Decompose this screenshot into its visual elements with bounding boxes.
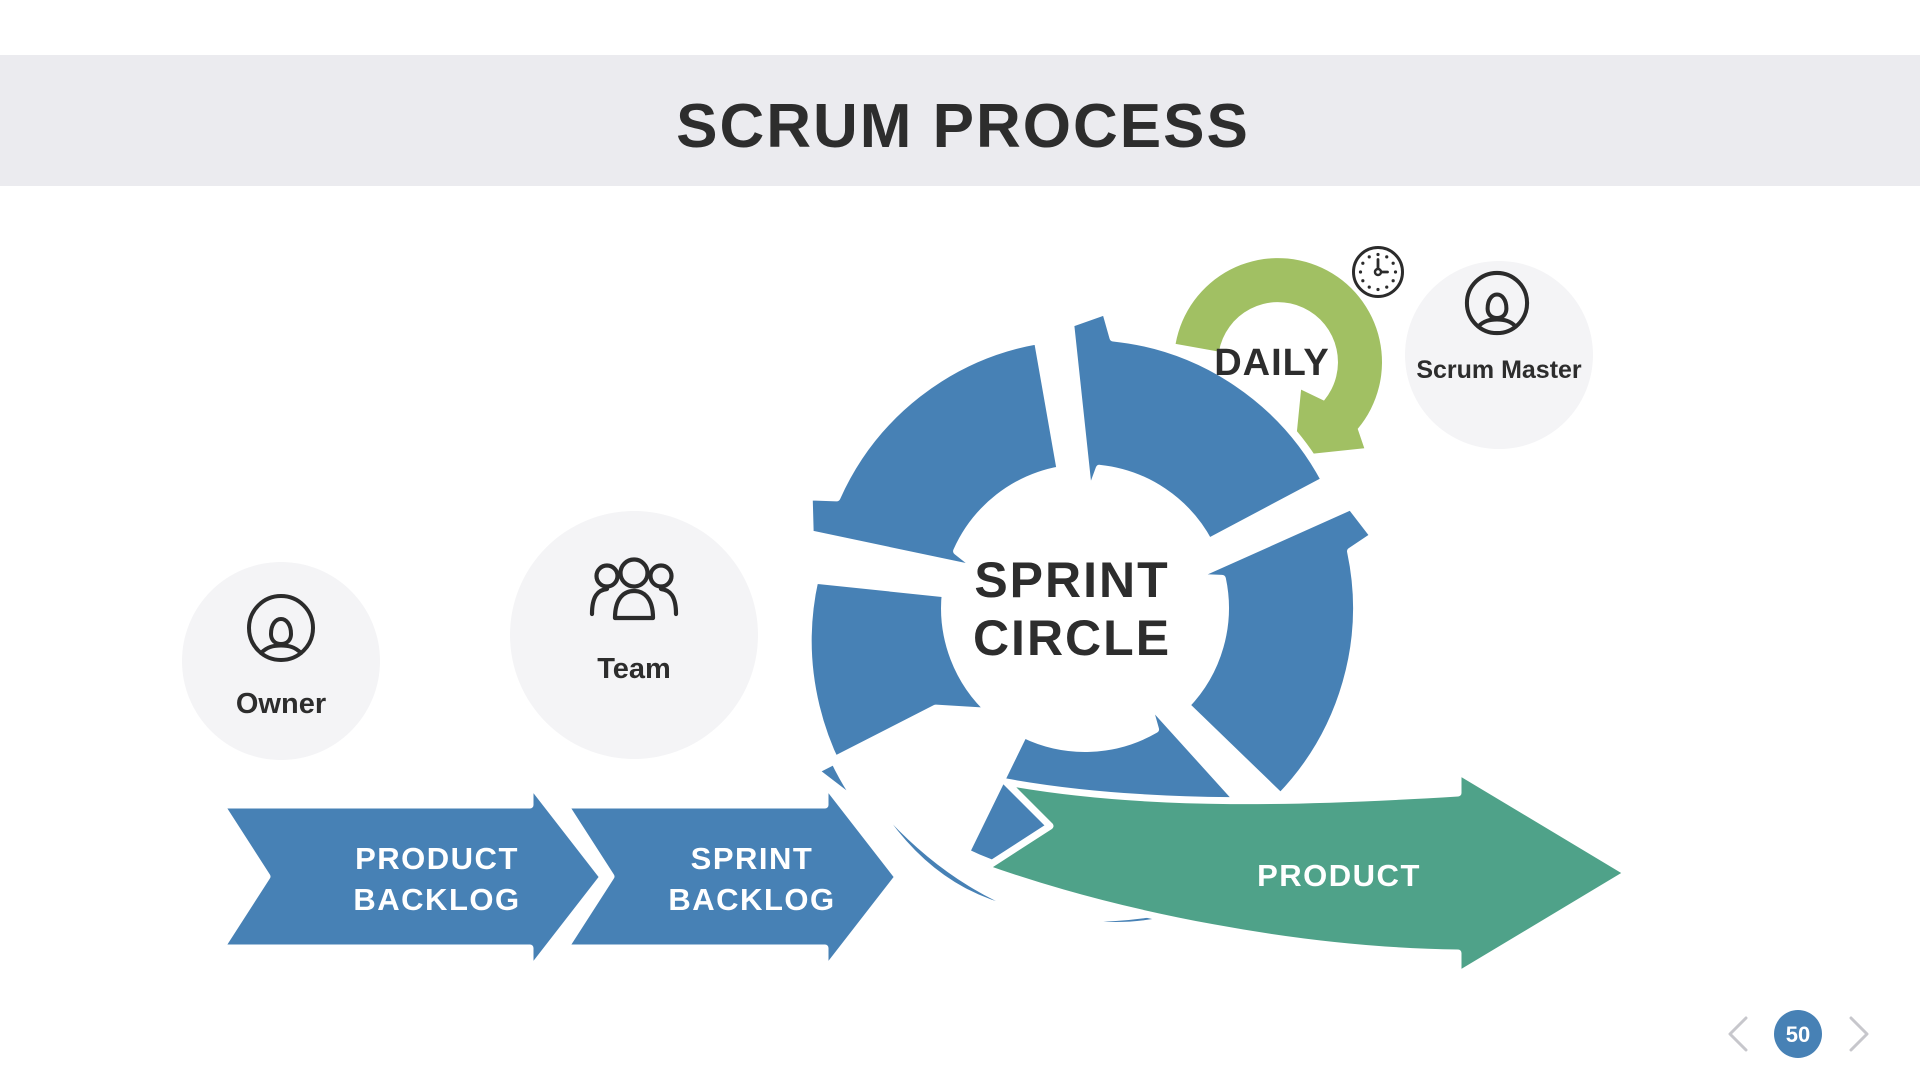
scrum-master-label: Scrum Master bbox=[1416, 356, 1582, 384]
prev-page-button[interactable] bbox=[1728, 1016, 1748, 1052]
product-label: PRODUCT bbox=[1257, 858, 1421, 893]
team-role: Team bbox=[510, 511, 758, 759]
clock-icon bbox=[1352, 246, 1404, 298]
daily-loop-arrow bbox=[1175, 258, 1382, 456]
ring-segment bbox=[1066, 306, 1330, 547]
team-circle bbox=[510, 511, 758, 759]
product-backlog-arrow: PRODUCT BACKLOG bbox=[217, 779, 607, 975]
sprint-backlog-label-line1: SPRINT bbox=[691, 841, 814, 876]
owner-role: Owner bbox=[182, 562, 380, 760]
scrum-master-role: Scrum Master bbox=[1405, 261, 1593, 449]
ring-segment bbox=[803, 575, 996, 827]
page-indicator-circle[interactable] bbox=[1774, 1010, 1822, 1058]
product-arrow: PRODUCT bbox=[981, 767, 1632, 979]
next-page-button[interactable] bbox=[1849, 1016, 1869, 1052]
scrum-master-circle bbox=[1405, 261, 1593, 449]
ring-segment bbox=[1181, 501, 1379, 802]
product-backlog-label-line2: BACKLOG bbox=[353, 882, 520, 917]
header-bar bbox=[0, 55, 1920, 186]
page-indicator[interactable]: 50 bbox=[1774, 1010, 1822, 1058]
person-icon bbox=[1464, 270, 1530, 336]
person-icon bbox=[247, 594, 315, 662]
sprint-circle-label-line2: CIRCLE bbox=[973, 610, 1171, 666]
sprint-circle-label-line1: SPRINT bbox=[974, 552, 1169, 608]
team-label: Team bbox=[597, 653, 671, 685]
team-icon bbox=[589, 557, 679, 621]
ring-segment bbox=[804, 336, 1065, 575]
sprint-backlog-arrow: SPRINT BACKLOG bbox=[561, 779, 902, 975]
owner-label: Owner bbox=[236, 688, 326, 720]
daily-label: DAILY bbox=[1214, 342, 1330, 384]
pagination: 50 bbox=[1728, 1010, 1869, 1058]
sprint-backlog-label-line2: BACKLOG bbox=[668, 882, 835, 917]
product-backlog-label-line1: PRODUCT bbox=[355, 841, 519, 876]
page-number: 50 bbox=[1786, 1022, 1810, 1047]
page-title: SCRUM PROCESS bbox=[676, 92, 1250, 161]
